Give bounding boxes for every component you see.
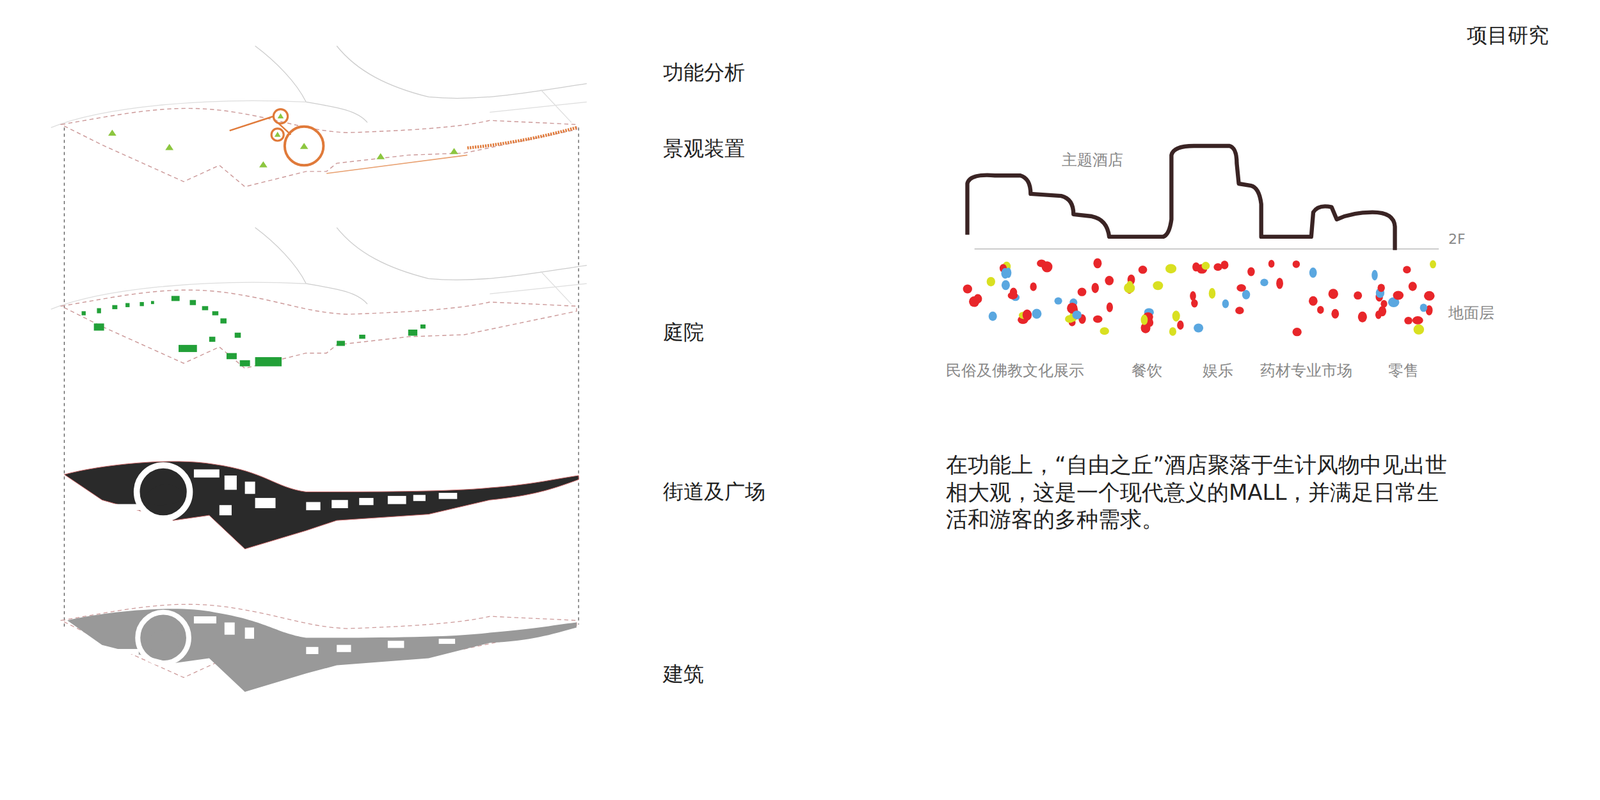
dot xyxy=(1276,277,1284,290)
dot xyxy=(1001,280,1010,290)
layer-label: 药材专业市场 xyxy=(1260,361,1353,381)
dot xyxy=(1165,263,1177,274)
dot xyxy=(1022,309,1032,321)
dot xyxy=(1072,310,1082,320)
dot xyxy=(1077,287,1087,296)
crowd-dots xyxy=(963,258,1437,337)
dot xyxy=(1193,323,1204,333)
dot xyxy=(1420,303,1428,312)
dot xyxy=(1222,299,1230,309)
courtyard-layer xyxy=(51,227,587,369)
dot xyxy=(1247,267,1255,277)
layer-label: 主题酒店 xyxy=(1061,151,1124,170)
dot xyxy=(1292,327,1302,336)
dot xyxy=(1392,291,1404,301)
street-layer xyxy=(64,461,579,550)
layer-label: 景观装置 xyxy=(663,136,745,161)
dot xyxy=(1331,309,1339,319)
dot xyxy=(1172,310,1181,322)
dot xyxy=(1317,305,1325,314)
dot xyxy=(1309,267,1318,278)
dot xyxy=(1358,311,1368,323)
layer-label: 功能分析 xyxy=(663,60,745,85)
layer-label: 餐饮 xyxy=(1131,361,1163,381)
dot xyxy=(986,277,996,287)
dot xyxy=(1141,314,1149,326)
layer-label: 街道及广场 xyxy=(663,479,766,504)
dot xyxy=(1176,320,1184,330)
layer-label: 民俗及佛教文化展示 xyxy=(945,361,1085,381)
dot xyxy=(1242,289,1250,300)
dot xyxy=(1404,316,1413,325)
dot xyxy=(1104,275,1114,286)
building-layer xyxy=(61,604,577,692)
dot xyxy=(1429,260,1437,269)
dot xyxy=(1413,324,1425,335)
dot xyxy=(1328,288,1339,299)
dot xyxy=(1268,259,1275,268)
dot xyxy=(1029,282,1037,291)
dot xyxy=(1031,309,1042,319)
dot xyxy=(1412,316,1424,325)
dot xyxy=(973,294,982,304)
dot xyxy=(963,284,973,294)
landscape-layer xyxy=(51,46,587,187)
layer-label: 娱乐 xyxy=(1202,361,1234,381)
dot xyxy=(1152,280,1163,290)
layer-label: 零售 xyxy=(1388,361,1419,381)
dot xyxy=(1424,291,1435,301)
dot xyxy=(1093,258,1102,269)
dot xyxy=(988,311,998,322)
dot xyxy=(1054,297,1062,305)
dot xyxy=(1192,262,1200,272)
dot xyxy=(1402,265,1411,274)
layer-label: 2F xyxy=(1448,231,1466,248)
dot xyxy=(1260,278,1268,287)
dot xyxy=(1377,283,1385,292)
dot xyxy=(1008,291,1019,299)
dot xyxy=(1169,327,1177,336)
dot xyxy=(1189,291,1197,301)
dot xyxy=(1036,259,1047,268)
dot xyxy=(1378,305,1387,317)
dot xyxy=(1371,270,1378,281)
page-title: 项目研究 xyxy=(1466,23,1549,48)
dot xyxy=(1292,260,1300,269)
dot xyxy=(1201,261,1211,270)
layer-label: 庭院 xyxy=(663,320,704,345)
dot xyxy=(1091,282,1099,294)
description-text: 在功能上，“自由之丘”酒店聚落于生计风物中见出世相大观，这是一个现代意义的MAL… xyxy=(945,451,1458,534)
dot xyxy=(1138,265,1148,274)
dot xyxy=(1093,315,1103,324)
dot xyxy=(1235,306,1244,315)
dot xyxy=(1123,282,1135,294)
layer-label: 地面层 xyxy=(1448,304,1495,323)
dot xyxy=(1213,263,1222,271)
dot xyxy=(1106,302,1113,312)
dot xyxy=(1236,284,1247,292)
dot xyxy=(1100,327,1110,335)
dot xyxy=(1208,288,1216,299)
dot xyxy=(1353,291,1362,300)
dot xyxy=(1005,267,1012,278)
dot xyxy=(1308,296,1318,306)
layer-label: 建筑 xyxy=(663,661,704,687)
hotel-skyline xyxy=(967,145,1395,251)
dot xyxy=(1408,281,1417,291)
